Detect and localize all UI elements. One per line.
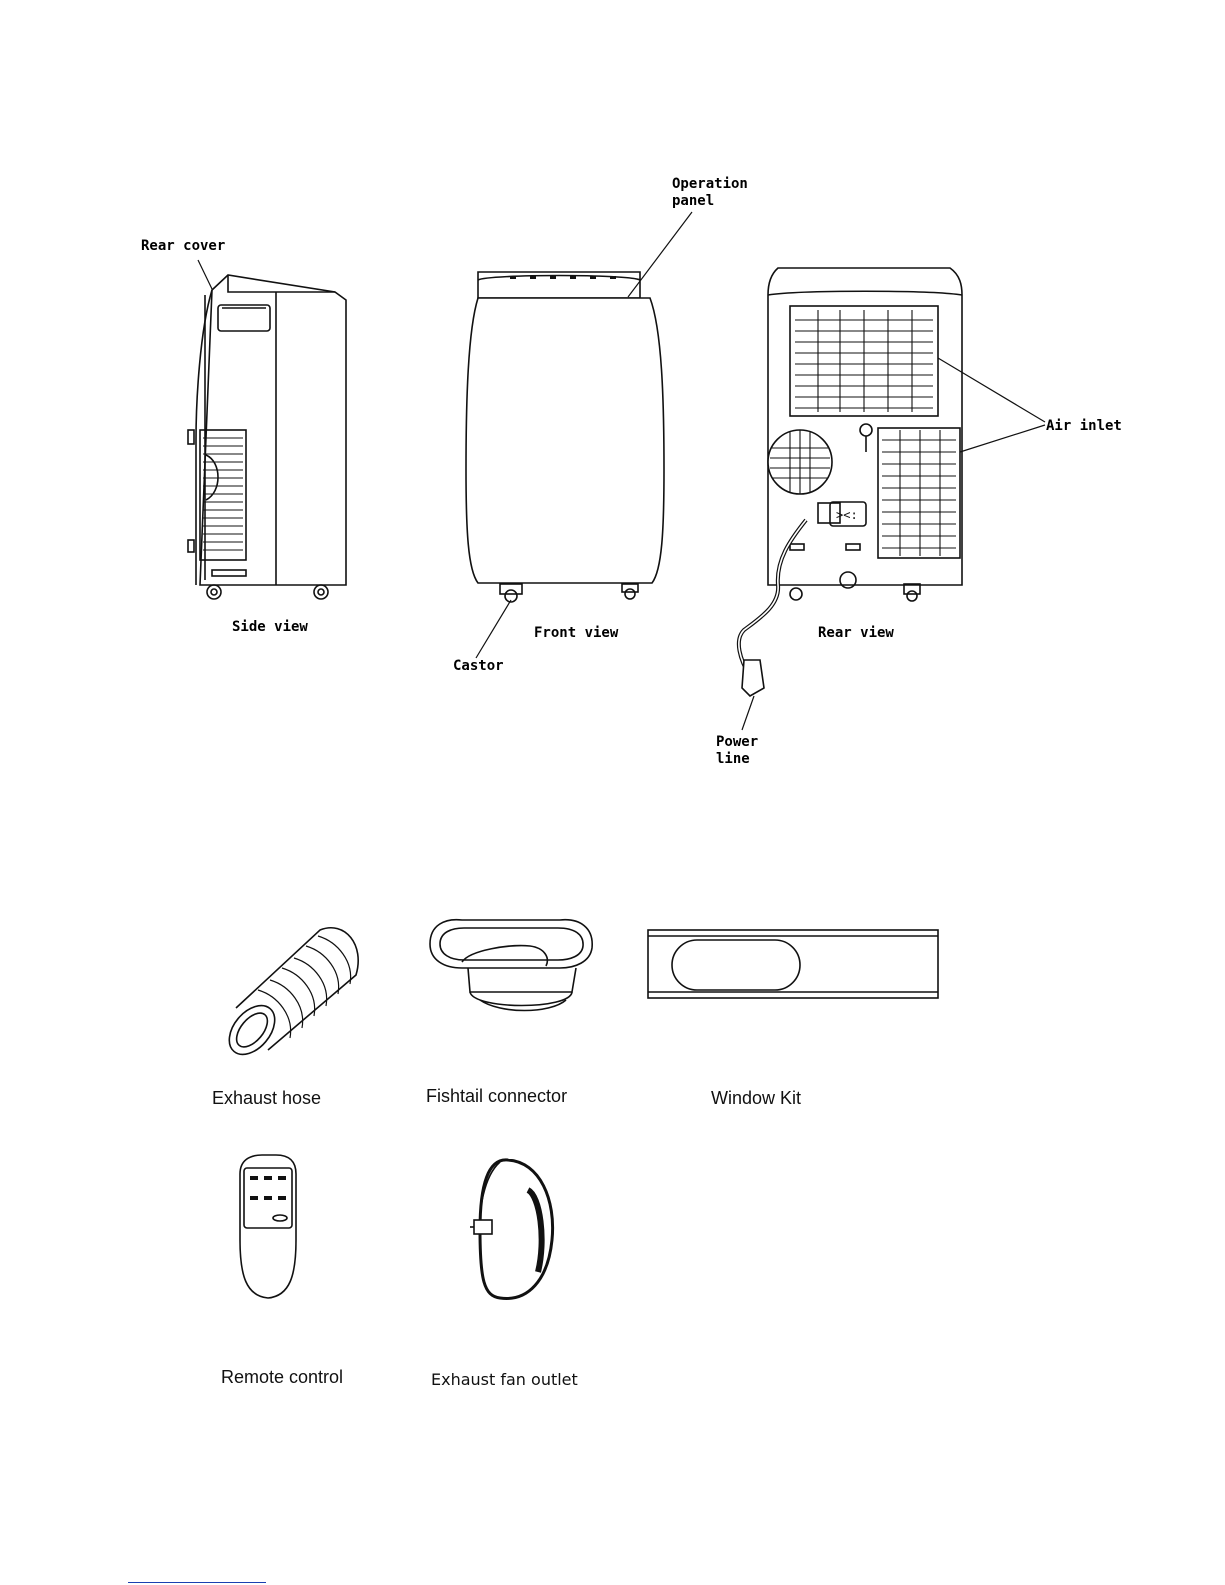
window-kit-drawing xyxy=(648,930,938,998)
svg-text:><:: ><: xyxy=(836,508,858,522)
air-inlet-label: Air inlet xyxy=(1046,418,1122,435)
remote-control-drawing xyxy=(240,1155,296,1298)
exhaust-hose-drawing xyxy=(220,928,358,1063)
rear-cover-label: Rear cover xyxy=(141,238,225,255)
remote-control-caption: Remote control xyxy=(221,1367,343,1388)
front-view-label: Front view xyxy=(534,625,618,642)
side-view-drawing xyxy=(188,260,346,599)
exhaust-fan-outlet-drawing xyxy=(470,1160,553,1299)
rear-view-label: Rear view xyxy=(818,625,894,642)
exhaust-hose-caption: Exhaust hose xyxy=(212,1088,321,1109)
footer-rule xyxy=(128,1582,266,1583)
fishtail-connector-caption: Fishtail connector xyxy=(426,1086,567,1107)
window-kit-caption: Window Kit xyxy=(711,1088,801,1109)
power-line-label: Power line xyxy=(716,734,758,768)
front-view-drawing xyxy=(466,212,692,658)
operation-panel-label: Operation panel xyxy=(672,176,748,210)
side-view-label: Side view xyxy=(232,619,308,636)
castor-label: Castor xyxy=(453,658,504,675)
exhaust-fan-outlet-caption: Exhaust fan outlet xyxy=(431,1370,578,1389)
rear-view-drawing: ><: xyxy=(739,268,1045,730)
fishtail-connector-drawing xyxy=(430,920,592,1011)
